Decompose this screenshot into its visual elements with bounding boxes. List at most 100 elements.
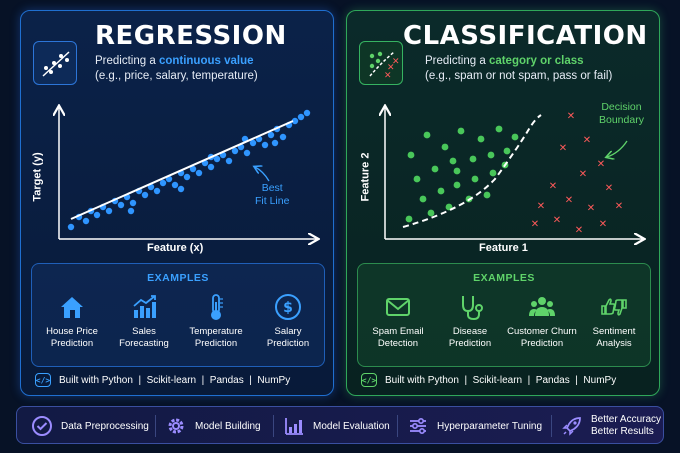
regression-subtitle-highlight: continuous value <box>158 55 254 67</box>
svg-text:✕: ✕ <box>387 63 395 73</box>
workflow-label: Better Accuracy Better Results <box>591 414 662 437</box>
thermometer-icon <box>211 294 223 320</box>
workflow-model-evaluation: Model Evaluation <box>283 407 390 445</box>
data-point <box>141 191 149 199</box>
class-b-point: ✕ <box>583 135 591 146</box>
svg-text:✕: ✕ <box>392 57 400 67</box>
class-b-point: ✕ <box>599 219 607 230</box>
stethoscope-icon <box>462 296 483 321</box>
class-a-point <box>471 175 479 183</box>
example-sentiment: Sentiment Analysis <box>578 292 650 350</box>
svg-text:✕: ✕ <box>384 71 392 81</box>
divider <box>397 415 398 437</box>
classification-y-label: Feature 2 <box>359 152 372 202</box>
workflow-label: Model Evaluation <box>313 420 390 432</box>
data-point <box>82 217 90 225</box>
class-b-point: ✕ <box>537 201 545 212</box>
class-a-point <box>431 165 439 173</box>
example-sales-forecasting: Sales Forecasting <box>108 292 180 350</box>
classification-scatter-icon: ✕ ✕ ✕ <box>359 41 403 85</box>
workflow-hyperparameter-tuning: Hyperparameter Tuning <box>407 407 542 445</box>
regression-y-label: Target (y) <box>31 152 44 202</box>
rocket-icon <box>562 417 581 436</box>
class-b-point: ✕ <box>575 225 583 236</box>
decision-boundary-annotation: Decision Boundary <box>599 101 644 126</box>
class-a-point <box>489 169 497 177</box>
class-a-point <box>405 215 413 223</box>
data-point <box>129 199 137 207</box>
class-a-point <box>511 133 519 141</box>
class-a-point <box>487 151 495 159</box>
example-churn: Customer Churn Prediction <box>506 292 578 350</box>
built-with-text: Built with Python | Scikit-learn | Panda… <box>59 374 291 386</box>
data-point <box>261 141 269 149</box>
classification-panel: ✕ ✕ ✕ CLASSIFICATION Predicting a catego… <box>346 10 660 396</box>
classification-x-label: Feature 1 <box>479 242 528 254</box>
class-b-point: ✕ <box>597 159 605 170</box>
classification-examples-title: EXAMPLES <box>473 272 535 284</box>
class-b-point: ✕ <box>559 143 567 154</box>
data-point <box>207 163 215 171</box>
example-label: Sentiment Analysis <box>592 326 636 349</box>
classification-built-with: </> Built with Python | Scikit-learn | P… <box>361 373 616 387</box>
regression-subtitle: Predicting a continuous value (e.g., pri… <box>95 54 258 84</box>
example-label: Disease Prediction <box>448 326 492 349</box>
class-a-point <box>423 131 431 139</box>
classification-subtitle-highlight: category or class <box>488 55 584 67</box>
users-icon <box>529 297 555 316</box>
scatter-plot-icon <box>33 41 77 85</box>
example-house-price: House Price Prediction <box>36 292 108 350</box>
class-a-point <box>407 151 415 159</box>
data-point <box>297 113 305 121</box>
chart-icon <box>285 418 303 435</box>
classification-examples: EXAMPLES Spam Email Detection Disease Pr… <box>357 263 651 367</box>
regression-built-with: </> Built with Python | Scikit-learn | P… <box>35 373 290 387</box>
data-point <box>267 131 275 139</box>
class-b-point: ✕ <box>567 111 575 122</box>
class-a-point <box>441 143 449 151</box>
built-with-text: Built with Python | Scikit-learn | Panda… <box>385 374 617 386</box>
data-point <box>271 139 279 147</box>
gear-icon <box>168 418 184 434</box>
data-point <box>195 169 203 177</box>
data-point <box>177 185 185 193</box>
data-point <box>127 207 135 215</box>
decision-boundary <box>402 114 542 228</box>
class-a-point <box>503 147 511 155</box>
class-b-point: ✕ <box>531 219 539 230</box>
classification-subtitle-examples: (e.g., spam or not spam, pass or fail) <box>425 70 613 82</box>
data-point <box>105 207 113 215</box>
decision-boundary-arrow <box>607 140 628 157</box>
data-point <box>153 187 161 195</box>
regression-title: REGRESSION <box>95 21 287 51</box>
data-point <box>303 109 311 117</box>
regression-subtitle-examples: (e.g., price, salary, temperature) <box>95 70 258 82</box>
class-b-point: ✕ <box>549 181 557 192</box>
class-b-point: ✕ <box>579 169 587 180</box>
data-point <box>159 179 167 187</box>
divider <box>273 415 274 437</box>
example-label: Customer Churn Prediction <box>507 326 577 349</box>
regression-examples: EXAMPLES House Price Prediction Sales Fo… <box>31 263 325 367</box>
data-point <box>117 201 125 209</box>
workflow-better-accuracy: Better Accuracy Better Results <box>561 407 661 445</box>
bar-chart-icon <box>133 295 156 318</box>
class-a-point <box>483 191 491 199</box>
example-disease: Disease Prediction <box>434 292 506 350</box>
regression-subtitle-prefix: Predicting a <box>95 55 159 67</box>
class-b-point: ✕ <box>605 183 613 194</box>
classification-subtitle-prefix: Predicting a <box>425 55 489 67</box>
class-b-point: ✕ <box>565 195 573 206</box>
workflow-label: Data Preprocessing <box>61 420 149 432</box>
example-temperature: Temperature Prediction <box>180 292 252 350</box>
data-point <box>291 117 299 125</box>
example-salary: $ Salary Prediction <box>252 292 324 350</box>
classification-title: CLASSIFICATION <box>403 21 648 51</box>
class-a-point <box>419 195 427 203</box>
class-a-point <box>457 127 465 135</box>
best-fit-line <box>70 120 294 220</box>
code-icon: </> <box>361 373 377 387</box>
data-point <box>225 157 233 165</box>
workflow-label: Hyperparameter Tuning <box>437 420 543 432</box>
example-spam: Spam Email Detection <box>362 292 434 350</box>
